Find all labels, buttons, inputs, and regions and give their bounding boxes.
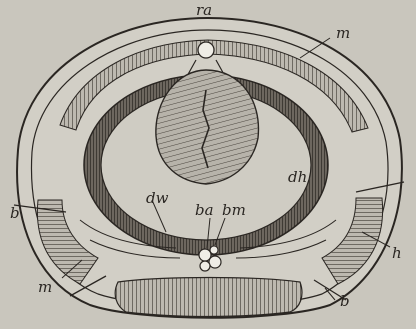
label-bm: bm <box>222 201 246 219</box>
ventral-vessel-cluster <box>199 246 221 271</box>
label-dw: dw <box>146 189 169 207</box>
label-ba: ba <box>195 201 214 219</box>
label-ra: ra <box>196 1 212 19</box>
label-m-left: m <box>38 278 52 296</box>
label-b-left: b <box>10 204 20 222</box>
label-b-right: b <box>340 292 350 310</box>
label-h: h <box>392 244 402 262</box>
muscle-band-bottom <box>115 278 302 317</box>
label-dh: dh <box>288 168 307 186</box>
label-m-top: m <box>336 24 350 42</box>
dorsal-vessel <box>198 42 214 58</box>
